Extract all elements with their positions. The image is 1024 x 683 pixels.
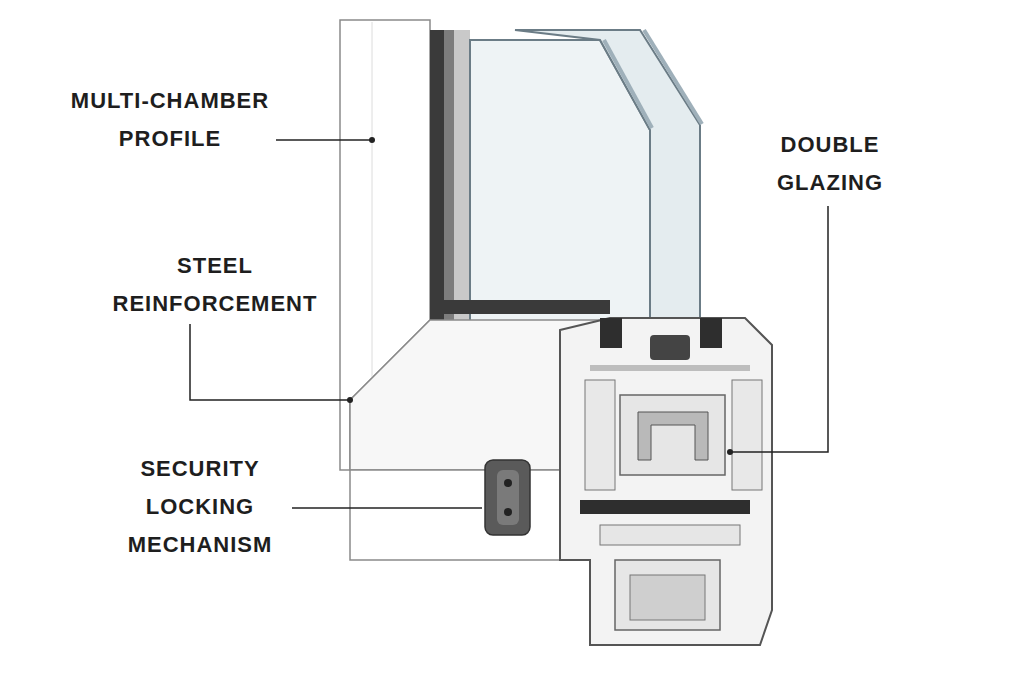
leader-dot <box>727 449 733 455</box>
part-label: MULTI-CHAMBER PROFILE <box>50 82 290 158</box>
glass-edge <box>604 40 652 128</box>
part-label: SECURITY LOCKING MECHANISM <box>100 450 300 564</box>
chamber <box>615 560 720 630</box>
gasket-strip <box>430 30 444 320</box>
glazing-gasket <box>600 318 622 348</box>
chamber-wall <box>590 365 750 371</box>
lock-screw <box>504 508 512 516</box>
gasket-strip <box>454 30 470 320</box>
frame-edge <box>372 22 373 400</box>
part-label: STEEL REINFORCEMENT <box>95 247 335 323</box>
leader-lines <box>190 140 828 508</box>
chamber <box>585 380 615 490</box>
chamber <box>600 525 740 545</box>
lock-plate <box>497 470 519 525</box>
leader-dot <box>347 397 353 403</box>
part-label: DOUBLE GLAZING <box>750 126 910 202</box>
leader-line <box>292 507 482 509</box>
chamber <box>630 575 705 620</box>
lock-screw <box>504 479 512 487</box>
profile-section <box>560 318 772 645</box>
frame-gasket <box>580 500 750 514</box>
chamber <box>732 380 762 490</box>
chamber <box>620 395 725 475</box>
frame-front <box>350 470 590 560</box>
gasket-strip <box>444 30 454 320</box>
glass-spacer <box>650 335 690 360</box>
leader-dot <box>369 137 375 143</box>
leader-line <box>276 139 372 141</box>
leader-dots <box>347 137 733 455</box>
glass-edge <box>644 30 702 124</box>
sash-rail <box>430 300 610 314</box>
leader-line <box>730 206 828 452</box>
leader-line <box>190 324 350 400</box>
glazing-gasket <box>700 318 722 348</box>
steel-reinforcement <box>638 412 708 460</box>
lock-plate <box>485 460 530 535</box>
